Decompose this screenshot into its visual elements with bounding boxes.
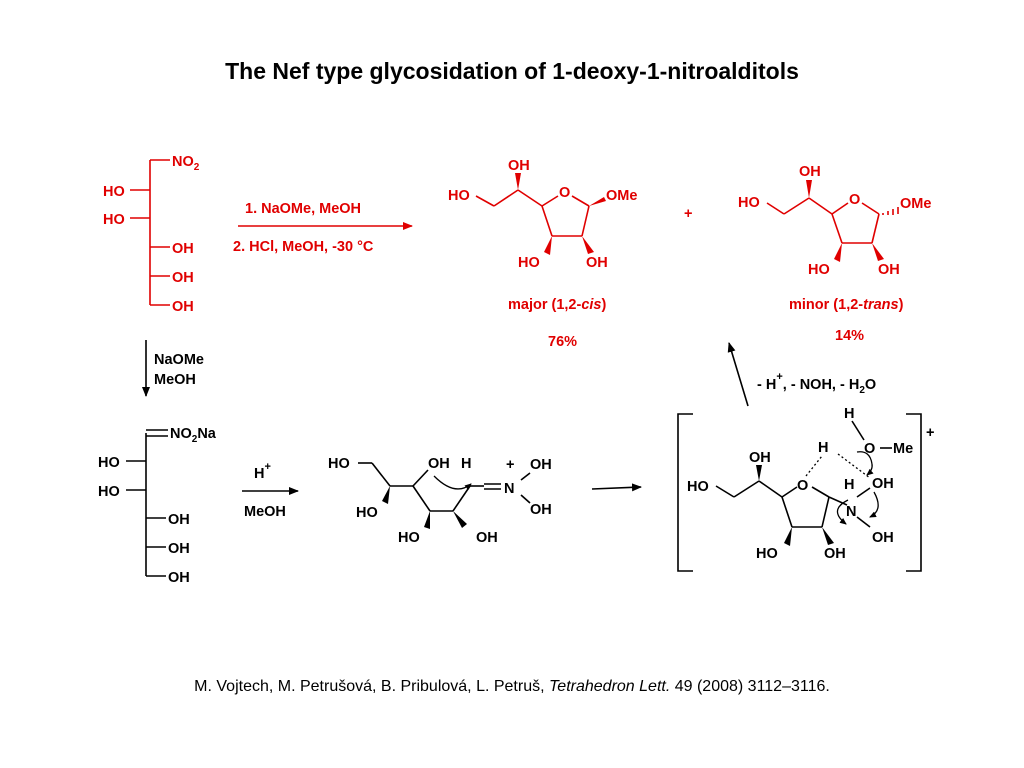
hydroxyl-label: HO (687, 479, 709, 495)
reaction-arrow (591, 483, 642, 492)
nitronate-salt-structure (126, 429, 168, 577)
hydroxyl-label: OH (172, 299, 194, 315)
hydroxyl-label: HO (356, 505, 378, 521)
hydroxyl-label: HO (328, 456, 350, 472)
hydroxyl-label: OH (824, 546, 846, 562)
methyl-label: Me (893, 441, 913, 457)
page-title: The Nef type glycosidation of 1-deoxy-1-… (225, 58, 799, 84)
hydroxyl-label: OH (172, 270, 194, 286)
hydroxyl-label: HO (756, 546, 778, 562)
hydrogen-label: H (461, 456, 471, 472)
hydroxyl-label: OH (530, 502, 552, 518)
major-product-structure (475, 173, 606, 255)
cation-charge: + (926, 425, 934, 441)
hydrogen-label: H (818, 440, 828, 456)
hydrogen-label: H (844, 406, 854, 422)
minor-product-label: minor (1,2-trans) (789, 297, 904, 313)
hydrogen-label: H (844, 477, 854, 493)
nitronate-label: NO2Na (170, 426, 217, 445)
hydroxyl-label: HO (448, 188, 470, 204)
minor-product-structure (766, 180, 899, 262)
ring-oxygen-label: O (797, 478, 808, 494)
hydroxyl-label: OH (168, 570, 190, 586)
hydroxyl-label: OH (878, 262, 900, 278)
hydroxyl-label: OH (872, 476, 894, 492)
nitro-group-label: NO2 (172, 154, 200, 173)
hydroxyl-label: HO (103, 212, 125, 228)
hydroxyl-label: HO (98, 484, 120, 500)
hydroxyl-label: HO (98, 455, 120, 471)
elimination-label: - H+, - NOH, - H2O (757, 371, 876, 396)
hydroxyl-label: OH (799, 164, 821, 180)
plus-sign: + (684, 206, 692, 222)
hydroxyl-label: OH (586, 255, 608, 271)
acid-label: H+ (254, 461, 271, 482)
aci-nitro-intermediate (358, 462, 531, 529)
hydroxyl-label: HO (518, 255, 540, 271)
hydroxyl-label: OH (749, 450, 771, 466)
condition-step-1: 1. NaOMe, MeOH (245, 201, 361, 217)
hydroxyl-label: OH (172, 241, 194, 257)
methanol-oxygen-label: O (864, 441, 875, 457)
nitrogen-charge: + (506, 457, 514, 473)
hydroxyl-label: HO (103, 184, 125, 200)
hydroxyl-label: HO (808, 262, 830, 278)
citation-journal: Tetrahedron Lett. (549, 678, 671, 695)
methoxy-label: OMe (606, 188, 637, 204)
naome-label: NaOMe (154, 352, 204, 368)
hydroxyl-label: HO (738, 195, 760, 211)
methoxy-label: OMe (900, 196, 931, 212)
major-yield: 76% (548, 334, 577, 350)
hydroxyl-label: OH (168, 512, 190, 528)
minor-yield: 14% (835, 328, 864, 344)
hydroxyl-label: OH (872, 530, 894, 546)
transition-state (677, 413, 922, 572)
hydroxyl-label: OH (168, 541, 190, 557)
citation: M. Vojtech, M. Petrušová, B. Pribulová, … (0, 678, 1024, 696)
nitrogen-label: N (504, 481, 514, 497)
nitrogen-label: N (846, 504, 856, 520)
major-product-label: major (1,2-cis) (508, 297, 607, 313)
citation-details: 49 (2008) 3112–3116. (674, 678, 830, 695)
up-arrow (727, 342, 749, 407)
hydroxyl-label: OH (530, 457, 552, 473)
citation-authors: M. Vojtech, M. Petrušová, B. Pribulová, … (194, 678, 545, 695)
hydroxyl-label: HO (398, 530, 420, 546)
ring-oxygen-label: O (559, 185, 570, 201)
ring-oxygen-label: O (849, 192, 860, 208)
acid-solvent-label: MeOH (244, 504, 286, 520)
hydroxyl-label: OH (428, 456, 450, 472)
hydroxyl-label: OH (508, 158, 530, 174)
meoh-label: MeOH (154, 372, 196, 388)
condition-step-2: 2. HCl, MeOH, -30 °C (233, 239, 374, 255)
hydroxyl-label: OH (476, 530, 498, 546)
nitroalditol-starting-material (130, 159, 170, 306)
